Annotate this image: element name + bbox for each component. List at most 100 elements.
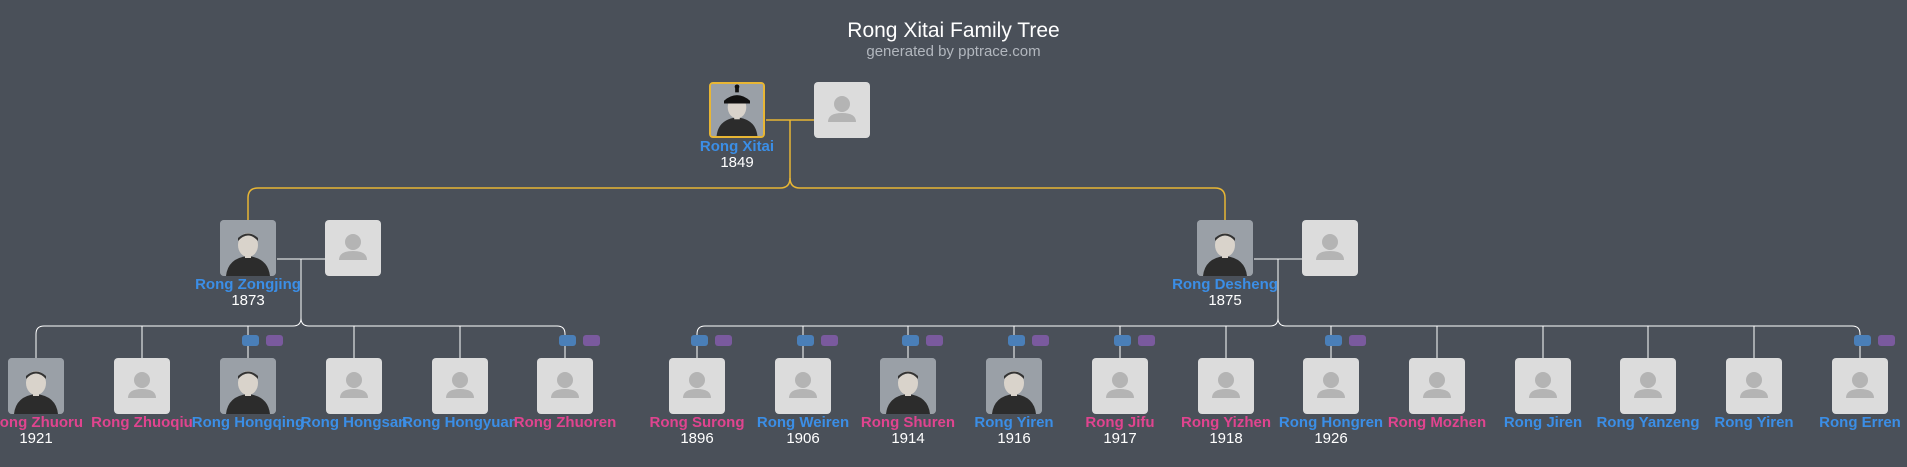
person-name[interactable]: Rong Yiren	[974, 414, 1054, 431]
person-name[interactable]: Rong Desheng	[1172, 276, 1278, 293]
person-card[interactable]: Rong Zhuoren	[505, 358, 625, 431]
avatar-placeholder-icon	[340, 372, 368, 398]
person-name[interactable]: Rong Surong	[649, 414, 745, 431]
person-card[interactable]: Rong Hongqing	[188, 358, 308, 431]
person-photo[interactable]	[114, 358, 170, 414]
male-descendants-toggle[interactable]	[1325, 335, 1342, 346]
person-name[interactable]: Rong Weiren	[756, 414, 850, 431]
person-name[interactable]: Rong Hongqing	[191, 414, 305, 431]
male-descendants-toggle[interactable]	[1114, 335, 1131, 346]
person-photo[interactable]	[1515, 358, 1571, 414]
person-photo[interactable]	[220, 220, 276, 276]
person-name[interactable]: Rong Xitai	[699, 138, 775, 155]
male-descendants-toggle[interactable]	[242, 335, 259, 346]
person-card[interactable]: Rong Yanzeng	[1588, 358, 1708, 431]
person-photo[interactable]	[1303, 358, 1359, 414]
person-name[interactable]: Rong Zhuoren	[513, 414, 617, 431]
avatar-placeholder-icon	[1423, 372, 1451, 398]
female-descendants-toggle[interactable]	[1878, 335, 1895, 346]
male-descendants-toggle[interactable]	[559, 335, 576, 346]
person-photo[interactable]	[1197, 220, 1253, 276]
person-photo[interactable]	[8, 358, 64, 414]
female-descendants-toggle[interactable]	[715, 335, 732, 346]
male-descendants-toggle[interactable]	[902, 335, 919, 346]
person-name[interactable]: Rong Yizhen	[1181, 414, 1271, 431]
female-descendants-toggle[interactable]	[266, 335, 283, 346]
person-photo[interactable]	[1198, 358, 1254, 414]
portrait-photo-icon	[1197, 220, 1253, 276]
avatar-placeholder-icon	[1317, 372, 1345, 398]
person-card[interactable]: Rong Yiren	[1694, 358, 1814, 431]
avatar-placeholder-icon	[1529, 372, 1557, 398]
person-photo[interactable]	[1726, 358, 1782, 414]
spouse-placeholder[interactable]	[1302, 220, 1358, 276]
male-descendants-toggle[interactable]	[1008, 335, 1025, 346]
person-name[interactable]: Rong Erren	[1819, 414, 1901, 431]
person-name[interactable]: Rong Shuren	[860, 414, 956, 431]
person-card[interactable]: Rong Hongyuan	[400, 358, 520, 431]
female-descendants-toggle[interactable]	[1349, 335, 1366, 346]
person-card[interactable]: Rong Hongsan	[294, 358, 414, 431]
female-descendants-toggle[interactable]	[821, 335, 838, 346]
person-photo[interactable]	[432, 358, 488, 414]
person-photo[interactable]	[986, 358, 1042, 414]
female-descendants-toggle[interactable]	[583, 335, 600, 346]
person-name[interactable]: Rong Hongyuan	[402, 414, 518, 431]
person-name[interactable]: Rong Yanzeng	[1596, 414, 1700, 431]
avatar-placeholder-icon	[789, 372, 817, 398]
person-photo[interactable]	[220, 358, 276, 414]
person-birth-year: 1914	[891, 430, 925, 447]
female-descendants-toggle[interactable]	[1138, 335, 1155, 346]
person-name[interactable]: Rong Mozhen	[1387, 414, 1487, 431]
spouse-placeholder[interactable]	[814, 82, 870, 138]
portrait-photo-icon	[220, 358, 276, 414]
avatar-placeholder-icon	[683, 372, 711, 398]
person-photo[interactable]	[880, 358, 936, 414]
person-name[interactable]: Rong Jifu	[1085, 414, 1155, 431]
person-photo[interactable]	[326, 358, 382, 414]
person-name[interactable]: Rong Zongjing	[195, 276, 301, 293]
person-photo[interactable]	[709, 82, 765, 138]
male-descendants-toggle[interactable]	[1854, 335, 1871, 346]
male-descendants-toggle[interactable]	[691, 335, 708, 346]
male-descendants-toggle[interactable]	[797, 335, 814, 346]
person-name[interactable]: Rong Zhuoqiu	[91, 414, 193, 431]
portrait-photo-icon	[880, 358, 936, 414]
person-name[interactable]: Rong Zhuoru	[0, 414, 84, 431]
person-card[interactable]: Rong Erren	[1800, 358, 1907, 431]
person-card[interactable]: Rong Zhuoqiu	[82, 358, 202, 431]
person-photo[interactable]	[1409, 358, 1465, 414]
person-photo[interactable]	[1092, 358, 1148, 414]
avatar-placeholder-icon	[1212, 372, 1240, 398]
person-name[interactable]: Rong Yiren	[1714, 414, 1794, 431]
person-photo[interactable]	[1620, 358, 1676, 414]
avatar-placeholder-icon	[446, 372, 474, 398]
person-name[interactable]: Rong Jiren	[1503, 414, 1583, 431]
spouse-placeholder[interactable]	[325, 220, 381, 276]
female-descendants-toggle[interactable]	[1032, 335, 1049, 346]
person-photo[interactable]	[537, 358, 593, 414]
person-photo[interactable]	[775, 358, 831, 414]
person-name[interactable]: Rong Hongsan	[300, 414, 408, 431]
female-descendants-toggle[interactable]	[926, 335, 943, 346]
person-photo[interactable]	[669, 358, 725, 414]
avatar-placeholder-icon	[1316, 234, 1344, 260]
avatar-placeholder-icon	[128, 372, 156, 398]
person-photo[interactable]	[1832, 358, 1888, 414]
person-name[interactable]: Rong Hongren	[1278, 414, 1384, 431]
person-card[interactable]: Rong Mozhen	[1377, 358, 1497, 431]
person-card[interactable]: Rong Jiren	[1483, 358, 1603, 431]
person-birth-year: 1916	[997, 430, 1031, 447]
